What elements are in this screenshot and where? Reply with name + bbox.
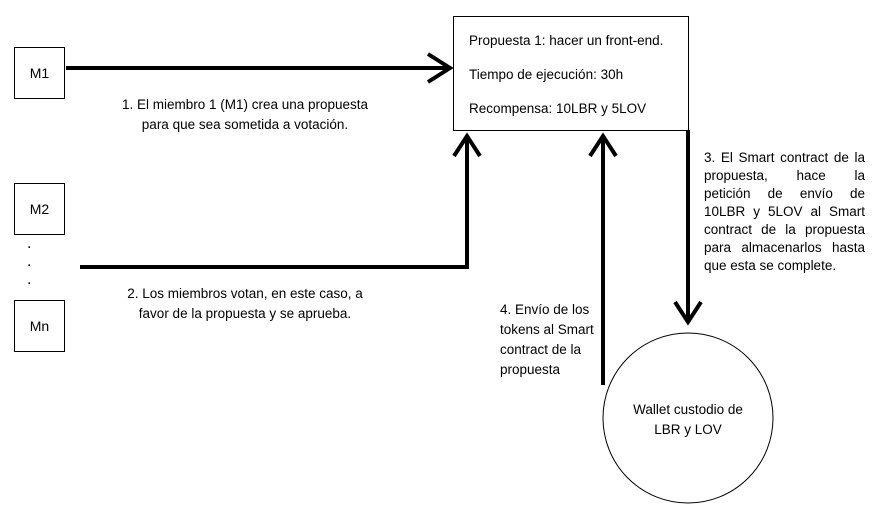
step1-label: 1. El miembro 1 (M1) crea una propuesta … <box>100 95 390 135</box>
arrow-members-to-proposal <box>80 138 469 269</box>
member-label-mn: Mn <box>29 318 50 334</box>
member-box-m2: M2 <box>14 183 65 235</box>
arrowhead-members <box>452 132 482 158</box>
step2-line2: favor de la propuesta y se aprueba. <box>138 306 352 321</box>
member-label-m1: M1 <box>29 65 50 81</box>
arrowhead-proposal <box>588 132 618 158</box>
wallet-label: Wallet custodio de LBR y LOV <box>613 400 763 440</box>
step1-line2: para que sea sometida a votación. <box>141 117 349 132</box>
proposal-reward: Recompensa: 10LBR y 5LOV <box>469 101 647 116</box>
ellipsis-dot-2: . <box>27 253 32 270</box>
arrowhead-wallet <box>673 300 703 326</box>
ellipsis-dot-1: . <box>27 235 32 252</box>
ellipsis-dot-3: . <box>27 271 32 288</box>
arrowhead-m1 <box>426 52 454 84</box>
step2-line1: 2. Los miembros votan, en este caso, a <box>127 286 363 301</box>
step3-label: 3. El Smart contract de la propuesta, ha… <box>704 150 865 273</box>
member-box-m1: M1 <box>14 47 65 99</box>
step1-line1: 1. El miembro 1 (M1) crea una propuesta <box>121 97 369 112</box>
wallet-line1: Wallet custodio de <box>633 402 743 417</box>
proposal-time: Tiempo de ejecución: 30h <box>469 67 624 82</box>
proposal-box: Propuesta 1: hacer un front-end. Tiempo … <box>453 16 689 131</box>
wallet-circle <box>602 332 774 504</box>
member-label-m2: M2 <box>29 201 50 217</box>
member-box-mn: Mn <box>14 300 65 352</box>
wallet-line2: LBR y LOV <box>654 422 722 437</box>
proposal-title: Propuesta 1: hacer un front-end. <box>469 33 664 48</box>
step4-label: 4. Envío de los tokens al Smart contract… <box>500 302 594 377</box>
step2-label: 2. Los miembros votan, en este caso, a f… <box>100 284 390 324</box>
